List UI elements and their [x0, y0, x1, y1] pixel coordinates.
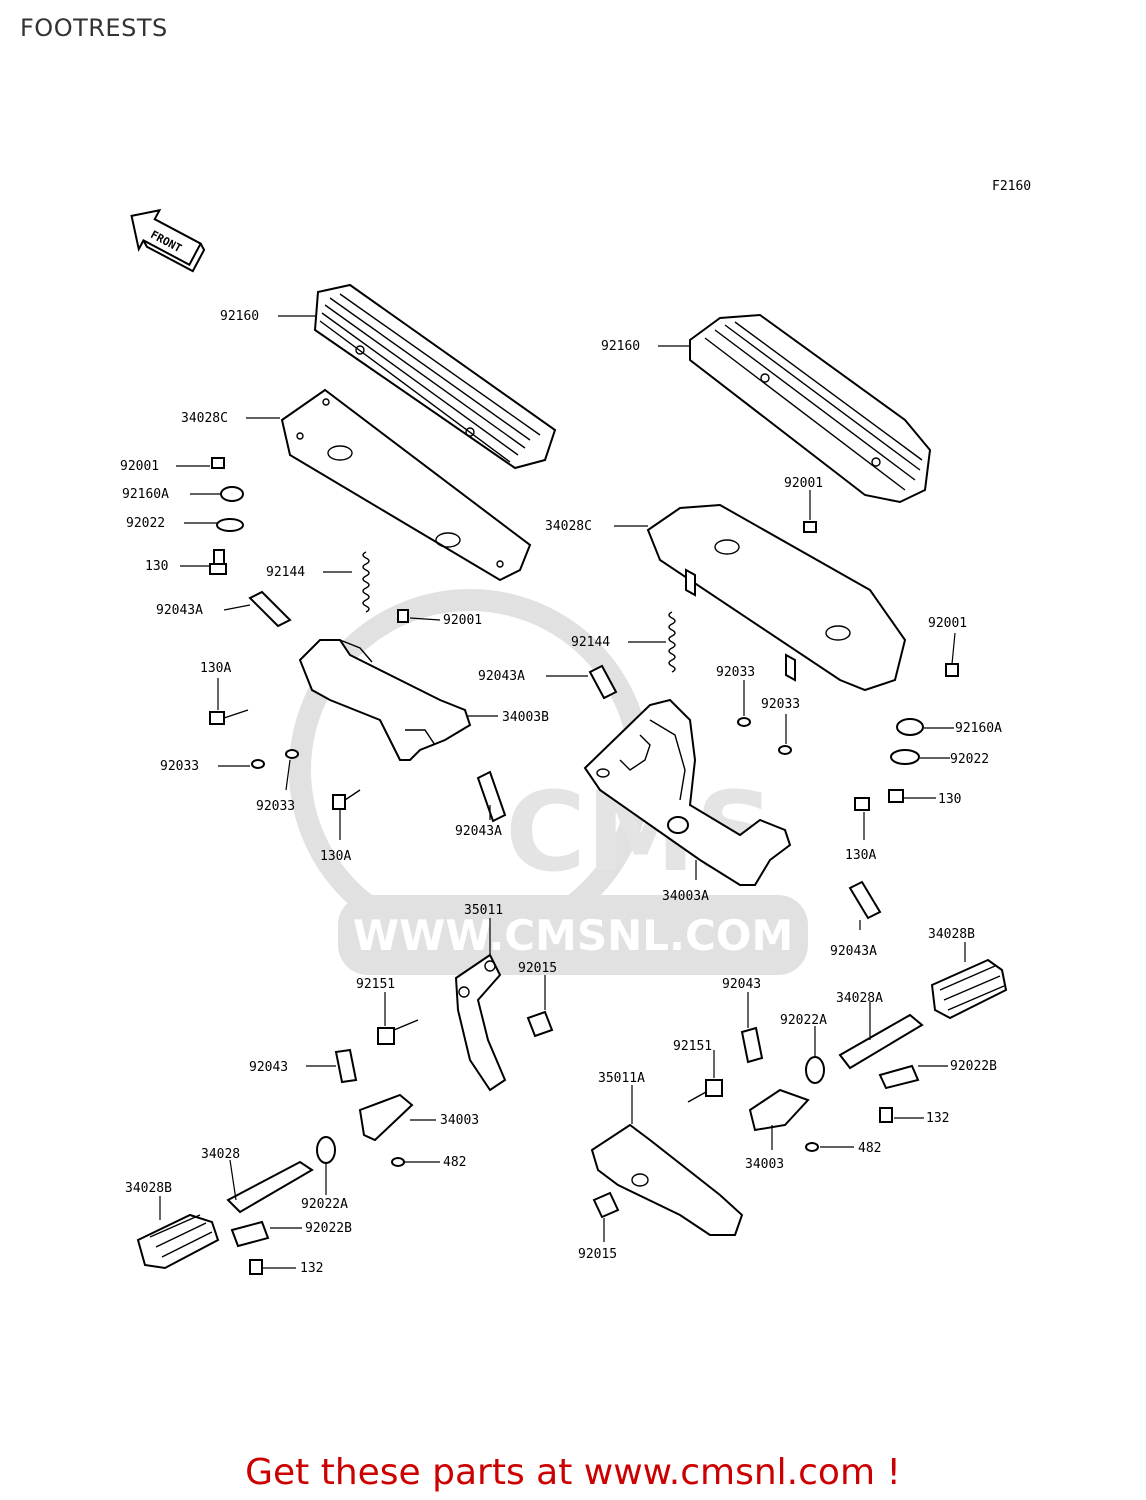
callout-c30: 35011	[464, 903, 503, 918]
callout-c48: 132	[926, 1111, 949, 1126]
right-spring	[668, 611, 676, 673]
callout-c35: 482	[443, 1155, 466, 1170]
callout-c11: 34003B	[502, 710, 549, 725]
callout-c19: 92001	[928, 616, 967, 631]
callout-c27: 130A	[845, 848, 876, 863]
callout-c29: 92043A	[830, 944, 877, 959]
callout-c03: 92001	[120, 459, 159, 474]
callout-c22: 92033	[716, 665, 755, 680]
callout-c20: 92144	[571, 635, 610, 650]
page-title: FOOTRESTS	[20, 14, 168, 42]
callout-c45: 92022B	[950, 1059, 997, 1074]
front-arrow-icon: FRONT	[130, 208, 206, 273]
callout-c21: 92043A	[478, 669, 525, 684]
right-floorboard-bracket	[583, 698, 792, 886]
callout-c09: 92001	[443, 613, 482, 628]
left-small-parts	[209, 457, 507, 823]
callout-c34: 34003	[440, 1113, 479, 1128]
callout-c16: 92160	[601, 339, 640, 354]
callout-c24: 92160A	[955, 721, 1002, 736]
callout-c49: 34003	[745, 1157, 784, 1172]
callout-c18: 34028C	[545, 519, 592, 534]
watermark-text: WWW.CMSNL.COM	[353, 911, 794, 960]
callout-c43: 34028A	[836, 991, 883, 1006]
footer-promo-link[interactable]: Get these parts at www.cmsnl.com !	[245, 1452, 901, 1493]
right-floorboard-rubber	[689, 313, 932, 504]
callout-c01: 92160	[220, 309, 259, 324]
callout-c10: 130A	[200, 661, 231, 676]
callout-c02: 34028C	[181, 411, 228, 426]
diagram-code: F2160	[992, 179, 1031, 194]
callouts: 92160 34028C 92001 92160A 92022 130 9214…	[120, 309, 1002, 1276]
callout-c25: 92022	[950, 752, 989, 767]
callout-c42: 92043	[722, 977, 761, 992]
callout-c14: 130A	[320, 849, 351, 864]
left-peg-assembly	[136, 953, 554, 1275]
callout-c23: 92033	[761, 697, 800, 712]
callout-c51: 92015	[578, 1247, 617, 1262]
callout-c08: 92043A	[156, 603, 203, 618]
callout-c33: 92043	[249, 1060, 288, 1075]
callout-c04: 92160A	[122, 487, 169, 502]
callout-c28: 34003A	[662, 889, 709, 904]
left-floorboard-bracket	[298, 639, 472, 761]
callout-c13: 92033	[256, 799, 295, 814]
callout-c40: 132	[300, 1261, 323, 1276]
left-spring	[362, 551, 370, 613]
callout-c36: 34028	[201, 1147, 240, 1162]
callout-c06: 130	[145, 559, 168, 574]
callout-c05: 92022	[126, 516, 165, 531]
right-floorboard-plate	[646, 503, 907, 692]
callout-c15: 92043A	[455, 824, 502, 839]
left-floorboard-rubber	[313, 283, 557, 470]
callout-c41: 34028B	[928, 927, 975, 942]
watermark: WWW.CMSNL.COM CMS	[289, 589, 808, 975]
callout-c46: 92151	[673, 1039, 712, 1054]
callout-c37: 34028B	[125, 1181, 172, 1196]
right-peg-assembly	[590, 958, 1008, 1236]
callout-c44: 92022A	[780, 1013, 827, 1028]
callout-c17: 92001	[784, 476, 823, 491]
callout-c39: 92022B	[305, 1221, 352, 1236]
right-small-parts	[588, 521, 959, 920]
callout-c50: 482	[858, 1141, 881, 1156]
callout-c47: 35011A	[598, 1071, 645, 1086]
callout-c07: 92144	[266, 565, 305, 580]
callout-c32: 92015	[518, 961, 557, 976]
callout-c38: 92022A	[301, 1197, 348, 1212]
left-floorboard-plate	[280, 388, 532, 582]
callout-c31: 92151	[356, 977, 395, 992]
callout-c12: 92033	[160, 759, 199, 774]
callout-c26: 130	[938, 792, 961, 807]
